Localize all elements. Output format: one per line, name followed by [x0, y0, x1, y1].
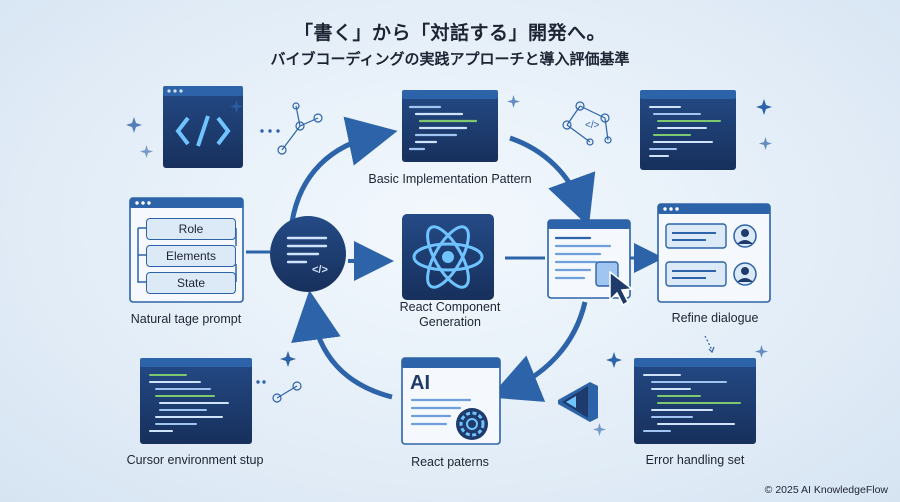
vscode-logo — [558, 382, 598, 422]
code-icon-panel — [163, 86, 243, 168]
prompt-box-role: Role — [146, 218, 236, 240]
arrow-to-basic — [289, 116, 398, 223]
code-tag-icon: </> — [312, 264, 328, 276]
label-cursor-environment: Cursor environment stup — [126, 453, 264, 467]
cursor-code-window — [140, 358, 252, 444]
page-title: 「書く」から「対話する」開発へ。 — [293, 23, 606, 44]
arrow-to-prompt — [291, 290, 393, 400]
page-subtitle: バイブコーディングの実践アプローチと導入評価基準 — [270, 51, 630, 68]
arrow-to-react-patterns — [489, 301, 588, 402]
label-react-component-line2: Generation — [419, 315, 481, 329]
react-patterns-doc — [401, 357, 501, 445]
copyright: © 2025 AI KnowledgeFlow — [764, 484, 888, 496]
label-react-patterns: React paterns — [411, 455, 489, 469]
ai-badge: AI — [410, 372, 430, 394]
refine-window — [657, 203, 771, 303]
react-logo-tile — [402, 214, 494, 300]
decor — [126, 95, 772, 436]
label-error-handling: Error handling set — [645, 453, 745, 467]
label-basic-implementation: Basic Implementation Pattern — [368, 172, 532, 186]
prompt-circle-icon — [270, 216, 346, 292]
label-natural-prompt: Natural tage prompt — [130, 312, 242, 326]
basic-code-window — [402, 90, 498, 162]
cycle-arrows — [246, 116, 664, 402]
editor-window — [547, 219, 634, 307]
top-right-code-window — [640, 90, 736, 170]
prompt-box-state: State — [146, 272, 236, 294]
label-react-component-line1: React Component — [399, 300, 501, 314]
code-tag-small-icon: </> — [585, 120, 600, 131]
arrow-to-editor — [509, 135, 596, 227]
error-code-window — [634, 358, 756, 444]
label-refine-dialogue: Refine dialogue — [671, 311, 759, 325]
prompt-box-elements: Elements — [146, 245, 236, 267]
